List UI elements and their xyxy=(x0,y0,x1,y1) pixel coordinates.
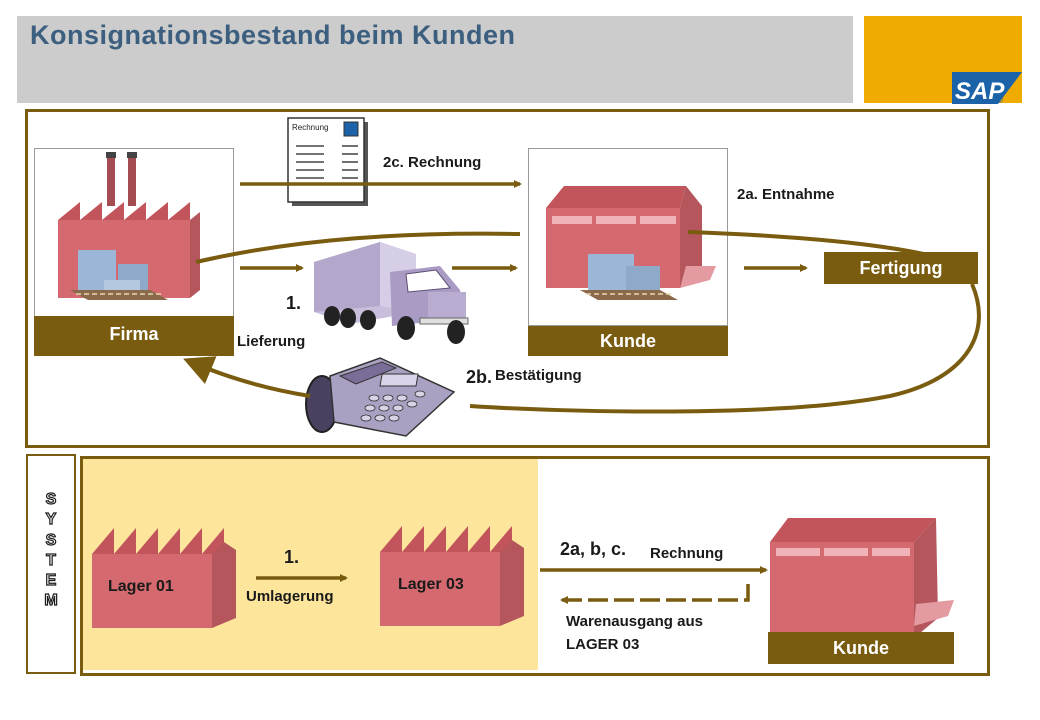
truck-icon xyxy=(314,242,469,344)
invoice-document-icon xyxy=(287,117,368,206)
factory-icon xyxy=(58,152,200,300)
step-1-number: 1. xyxy=(286,293,302,313)
kunde-label: Kunde xyxy=(528,326,728,356)
fertigung-label: Fertigung xyxy=(824,252,978,284)
system-letter: S xyxy=(45,490,57,508)
lager-03-building-icon xyxy=(380,526,524,626)
sys-step-2-number: 2a, b, c. xyxy=(560,539,627,559)
step-2a-label: 2a. Entnahme xyxy=(737,186,835,203)
step-1-label: Lieferung xyxy=(237,333,306,350)
system-kunde-warehouse-icon xyxy=(770,518,954,638)
system-kunde-label: Kunde xyxy=(768,632,954,664)
step-2b-number: 2b. xyxy=(466,367,493,387)
system-side-label xyxy=(26,454,76,674)
system-letter: T xyxy=(46,551,57,569)
system-letter: S xyxy=(45,531,57,549)
lager-03-label: Lager 03 xyxy=(398,576,464,593)
sys-step-1-label: Umlagerung xyxy=(246,588,334,605)
telephone-icon xyxy=(305,357,456,437)
sys-step-2-label: Rechnung xyxy=(650,545,724,562)
goods-issue-line-2: LAGER 03 xyxy=(566,636,640,653)
goods-issue-line-1: Warenausgang aus xyxy=(566,613,703,630)
firma-label: Firma xyxy=(34,316,234,356)
title-bar xyxy=(17,16,853,103)
sap-logo: SAP ® xyxy=(952,72,1022,105)
invoice-document-title: Rechnung xyxy=(292,123,329,132)
lager-01-label: Lager 01 xyxy=(108,578,174,595)
system-letter: M xyxy=(44,592,59,610)
sap-logo-registered: ® xyxy=(997,96,1003,105)
page-title: Konsignationsbestand beim Kunden xyxy=(30,20,516,50)
customer-warehouse-icon xyxy=(546,186,716,300)
sap-logo-text: SAP xyxy=(955,78,1005,105)
lager-01-building-icon xyxy=(92,528,236,628)
step-2b-label: Bestätigung xyxy=(495,367,582,384)
step-2c-label: 2c. Rechnung xyxy=(383,154,482,171)
sys-step-1-number: 1. xyxy=(284,547,300,567)
system-letter: E xyxy=(45,572,57,590)
system-letter: Y xyxy=(45,511,57,529)
system-side-text: S Y S T E M xyxy=(26,490,76,612)
